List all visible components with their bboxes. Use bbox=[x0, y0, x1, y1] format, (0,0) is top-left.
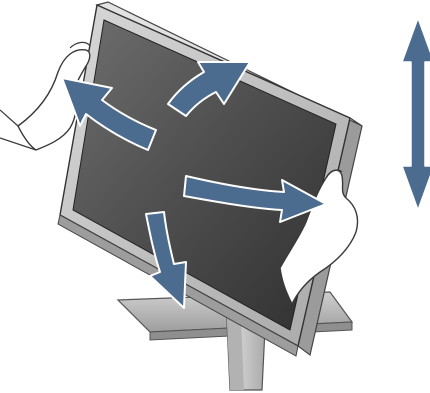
left-hand-finger bbox=[70, 42, 90, 48]
height-adjust-indicator bbox=[402, 18, 430, 210]
height-double-arrow bbox=[402, 18, 430, 210]
monitor bbox=[58, 2, 362, 356]
